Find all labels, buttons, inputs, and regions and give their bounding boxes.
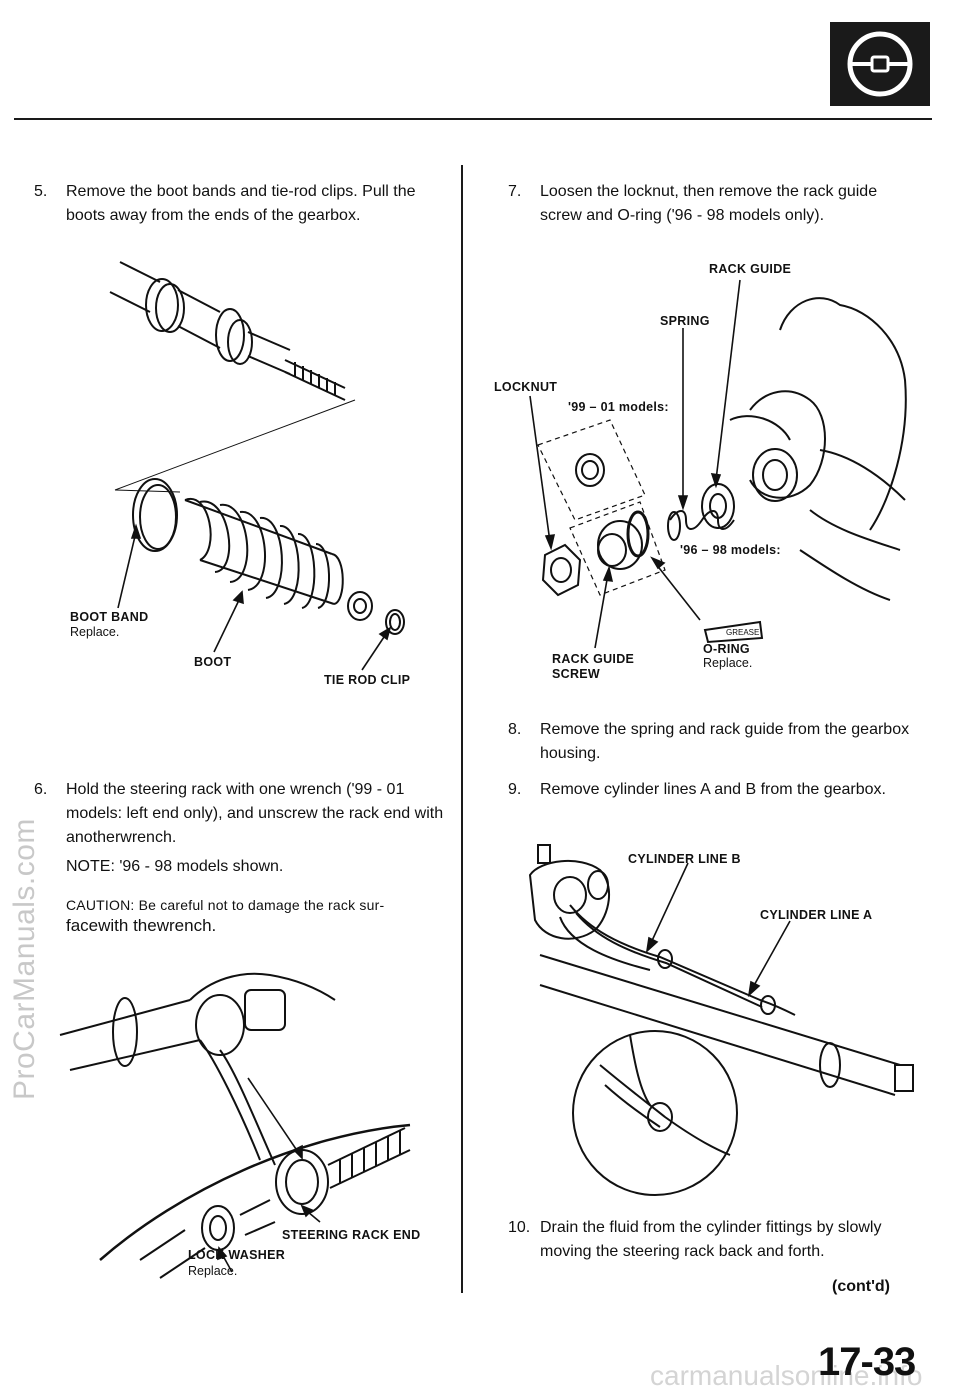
spring-label: SPRING xyxy=(660,314,710,328)
cylinder-lines-figure xyxy=(528,844,914,1196)
rack-guide-screw-label-2: SCREW xyxy=(552,667,601,681)
steering-section-badge xyxy=(830,22,930,106)
locknut-label: LOCKNUT xyxy=(494,380,558,394)
boot-band-label: BOOT BAND xyxy=(70,610,149,624)
step-8: 8. Remove the spring and rack guide from… xyxy=(508,718,918,766)
step-6-caution-line-2: facewith thewrench. xyxy=(66,916,217,935)
cylinder-line-b-label: CYLINDER LINE B xyxy=(628,852,741,866)
page-number: 17-33 xyxy=(818,1340,916,1384)
rack-guide-screw-label-1: RACK GUIDE xyxy=(552,652,635,666)
step-6: 6. Hold the steering rack with one wrenc… xyxy=(34,778,444,850)
steering-rack-end-label: STEERING RACK END xyxy=(282,1228,421,1242)
step-10-text: Drain the fluid from the cylinder fittin… xyxy=(540,1219,882,1260)
step-10: 10. Drain the fluid from the cylinder fi… xyxy=(508,1216,920,1264)
lock-washer-sublabel: Replace. xyxy=(188,1264,238,1278)
tie-rod-clip-label: TIE ROD CLIP xyxy=(324,673,411,687)
step-7-text: Loosen the locknut, then remove the rack… xyxy=(540,183,878,224)
models-99-01-label: '99 – 01 models: xyxy=(568,400,669,414)
step-6-note: NOTE: '96 - 98 models shown. xyxy=(66,858,284,875)
boot-removal-figure xyxy=(109,261,405,671)
rack-guide-figure: GREASE xyxy=(529,279,907,649)
boot-band-sublabel: Replace. xyxy=(70,625,120,639)
grease-tube-text: GREASE xyxy=(726,628,759,637)
o-ring-sublabel: Replace. xyxy=(703,656,753,670)
step-6-caution-line-1: CAUTION: Be careful not to damage the ra… xyxy=(66,897,385,913)
steering-wheel-icon xyxy=(847,31,913,97)
step-9-text: Remove cylinder lines A and B from the g… xyxy=(540,781,886,798)
watermark-side: ProCarManuals.com xyxy=(8,818,41,1100)
header-rule xyxy=(14,118,932,120)
rack-guide-label: RACK GUIDE xyxy=(709,262,792,276)
step-9: 9. Remove cylinder lines A and B from th… xyxy=(508,778,918,802)
step-7: 7. Loosen the locknut, then remove the r… xyxy=(508,180,918,228)
o-ring-label: O-RING xyxy=(703,642,750,656)
boot-label: BOOT xyxy=(194,655,232,669)
cylinder-line-a-label: CYLINDER LINE A xyxy=(760,908,873,922)
step-5: 5. Remove the boot bands and tie-rod cli… xyxy=(34,180,444,228)
rack-end-removal-figure xyxy=(59,972,411,1279)
continued-label: (cont'd) xyxy=(832,1278,891,1295)
lock-washer-label: LOCK WASHER xyxy=(188,1248,286,1262)
watermark-bottom: carmanualsonline.info xyxy=(650,1360,923,1391)
models-96-98-label: '96 – 98 models: xyxy=(680,543,781,557)
column-divider xyxy=(461,165,463,1293)
step-8-text: Remove the spring and rack guide from th… xyxy=(540,721,910,762)
step-6-text: Hold the steering rack with one wrench (… xyxy=(66,781,444,846)
step-5-text: Remove the boot bands and tie-rod clips.… xyxy=(66,183,416,224)
